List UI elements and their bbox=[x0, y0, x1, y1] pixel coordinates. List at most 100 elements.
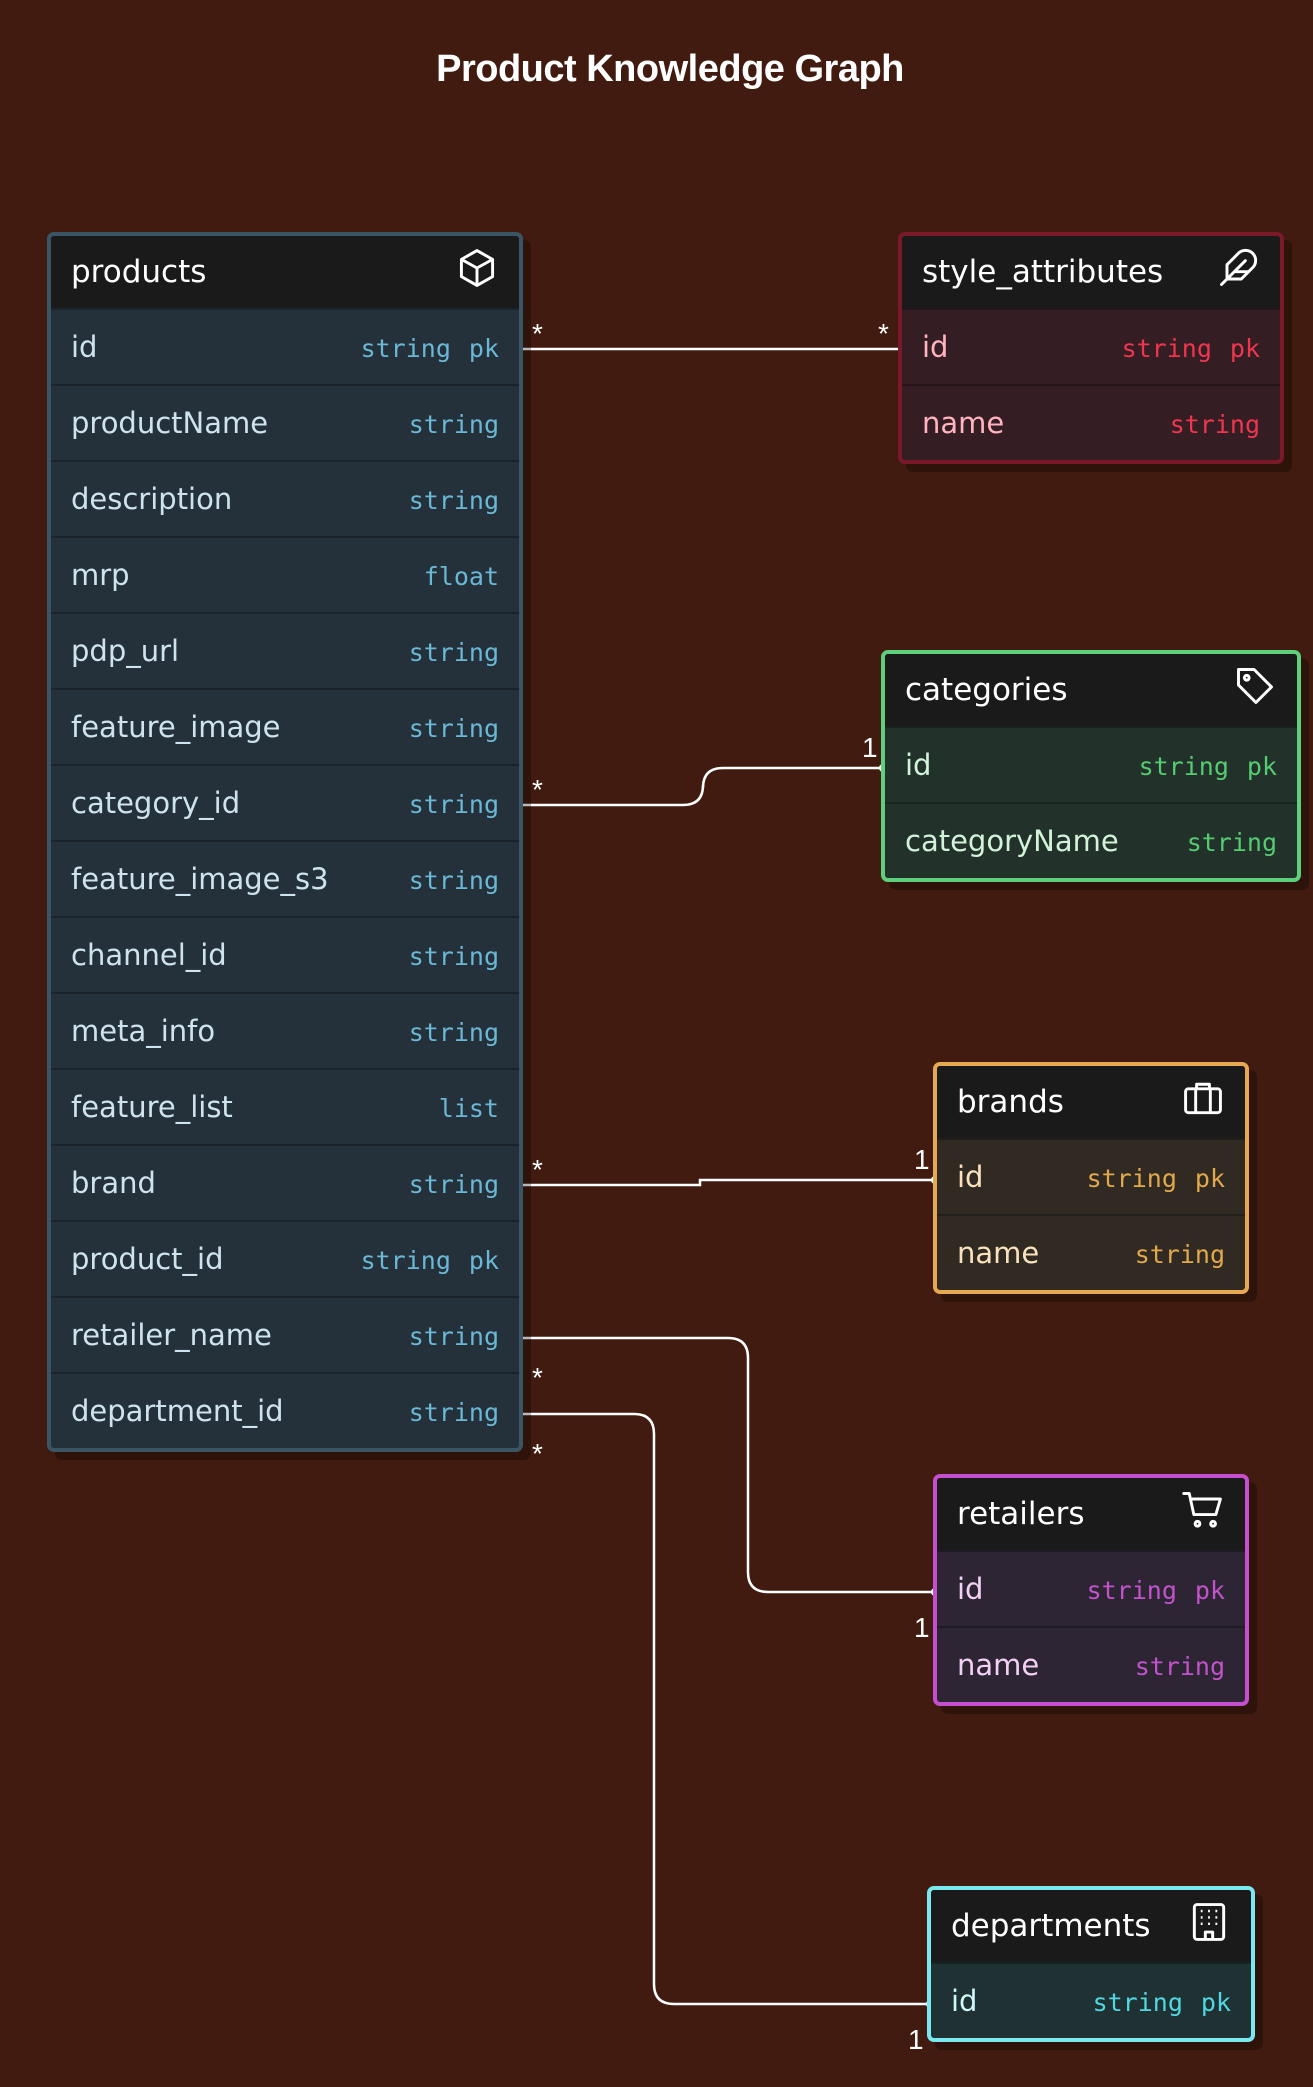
column-type: string bbox=[1086, 1164, 1177, 1193]
column-type-group: string pk bbox=[1122, 330, 1260, 364]
table-name: products bbox=[71, 254, 207, 290]
cardinality-label: 1 bbox=[914, 1612, 930, 1643]
column-type-group: string bbox=[409, 406, 499, 440]
column-type-group: string bbox=[409, 1394, 499, 1428]
column-type: string bbox=[1169, 410, 1260, 439]
column-name: id bbox=[957, 1160, 984, 1194]
cardinality-label: * bbox=[532, 1362, 543, 1393]
column-type-group: string bbox=[409, 862, 499, 896]
table-header: style_attributes bbox=[902, 236, 1280, 308]
table-row[interactable]: name string bbox=[937, 1214, 1245, 1290]
column-name: pdp_url bbox=[71, 634, 180, 668]
table-header: products bbox=[51, 236, 519, 308]
column-type-group: string bbox=[1135, 1236, 1225, 1270]
column-type: string bbox=[408, 1398, 499, 1427]
building-icon bbox=[1187, 1900, 1231, 1952]
relation-products-departments bbox=[512, 1412, 930, 2006]
column-type: string bbox=[1134, 1240, 1225, 1269]
primary-key-badge: pk bbox=[1194, 1164, 1225, 1193]
primary-key-badge: pk bbox=[1229, 334, 1260, 363]
column-type-group: string bbox=[409, 1014, 499, 1048]
column-name: categoryName bbox=[905, 824, 1119, 858]
table-row[interactable]: name string bbox=[902, 384, 1280, 460]
relation-products-categories bbox=[512, 766, 883, 807]
table-header: departments bbox=[931, 1890, 1251, 1962]
table-row[interactable]: department_id string bbox=[51, 1372, 519, 1448]
column-type-group: string bbox=[409, 938, 499, 972]
feather-icon bbox=[1216, 246, 1260, 298]
column-type: string bbox=[408, 942, 499, 971]
column-type-group: string pk bbox=[1139, 748, 1277, 782]
relation-products-brands bbox=[512, 1178, 935, 1187]
column-type-group: string bbox=[409, 710, 499, 744]
column-type: string bbox=[408, 866, 499, 895]
relation-products-retailers bbox=[512, 1336, 935, 1594]
cardinality-label: * bbox=[532, 774, 543, 805]
table-rows: id string pk name string bbox=[937, 1138, 1245, 1290]
column-name: channel_id bbox=[71, 938, 227, 972]
primary-key-badge: pk bbox=[1246, 752, 1277, 781]
column-type: string bbox=[408, 638, 499, 667]
column-type: string bbox=[1138, 752, 1229, 781]
column-type: string bbox=[1134, 1652, 1225, 1681]
column-type: string bbox=[408, 1322, 499, 1351]
column-type-group: string bbox=[409, 634, 499, 668]
cardinality-label: * bbox=[532, 1154, 543, 1185]
column-name: name bbox=[957, 1648, 1040, 1682]
column-name: productName bbox=[71, 406, 269, 440]
column-name: name bbox=[957, 1236, 1040, 1270]
table-header: retailers bbox=[937, 1478, 1245, 1550]
table-row[interactable]: name string bbox=[937, 1626, 1245, 1702]
table-row[interactable]: id string pk bbox=[937, 1138, 1245, 1214]
tag-icon bbox=[1233, 664, 1277, 716]
column-type: string bbox=[408, 410, 499, 439]
column-type-group: string bbox=[409, 482, 499, 516]
column-type-group: string pk bbox=[1087, 1160, 1225, 1194]
primary-key-badge: pk bbox=[468, 334, 499, 363]
table-row[interactable]: pdp_url string bbox=[51, 612, 519, 688]
cardinality-label: 1 bbox=[908, 2024, 924, 2055]
column-type: string bbox=[360, 1246, 451, 1275]
column-name: id bbox=[951, 1984, 978, 2018]
column-type: string bbox=[408, 486, 499, 515]
column-name: department_id bbox=[71, 1394, 284, 1428]
table-name: retailers bbox=[957, 1496, 1085, 1532]
column-type: string bbox=[1121, 334, 1212, 363]
column-type: string bbox=[1092, 1988, 1183, 2017]
column-name: name bbox=[922, 406, 1005, 440]
table-row[interactable]: productName string bbox=[51, 384, 519, 460]
column-type-group: string bbox=[1170, 406, 1260, 440]
table-row[interactable]: channel_id string bbox=[51, 916, 519, 992]
diagram-title: Product Knowledge Graph bbox=[436, 48, 904, 90]
column-type: list bbox=[438, 1094, 499, 1123]
